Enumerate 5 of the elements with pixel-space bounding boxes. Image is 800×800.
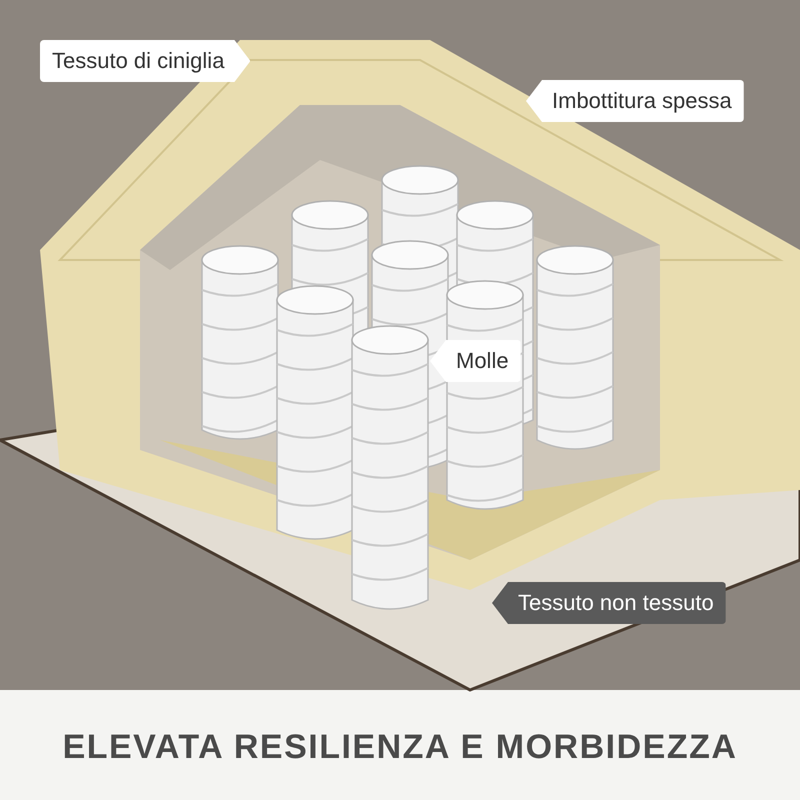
callout-label: Tessuto di ciniglia (40, 40, 250, 82)
callout-label: Molle (430, 340, 521, 382)
callout-label: Imbottitura spessa (526, 80, 744, 122)
title: ELEVATA RESILIENZA E MORBIDEZZA (62, 728, 738, 767)
callout-label: Tessuto non tessuto (492, 582, 726, 624)
